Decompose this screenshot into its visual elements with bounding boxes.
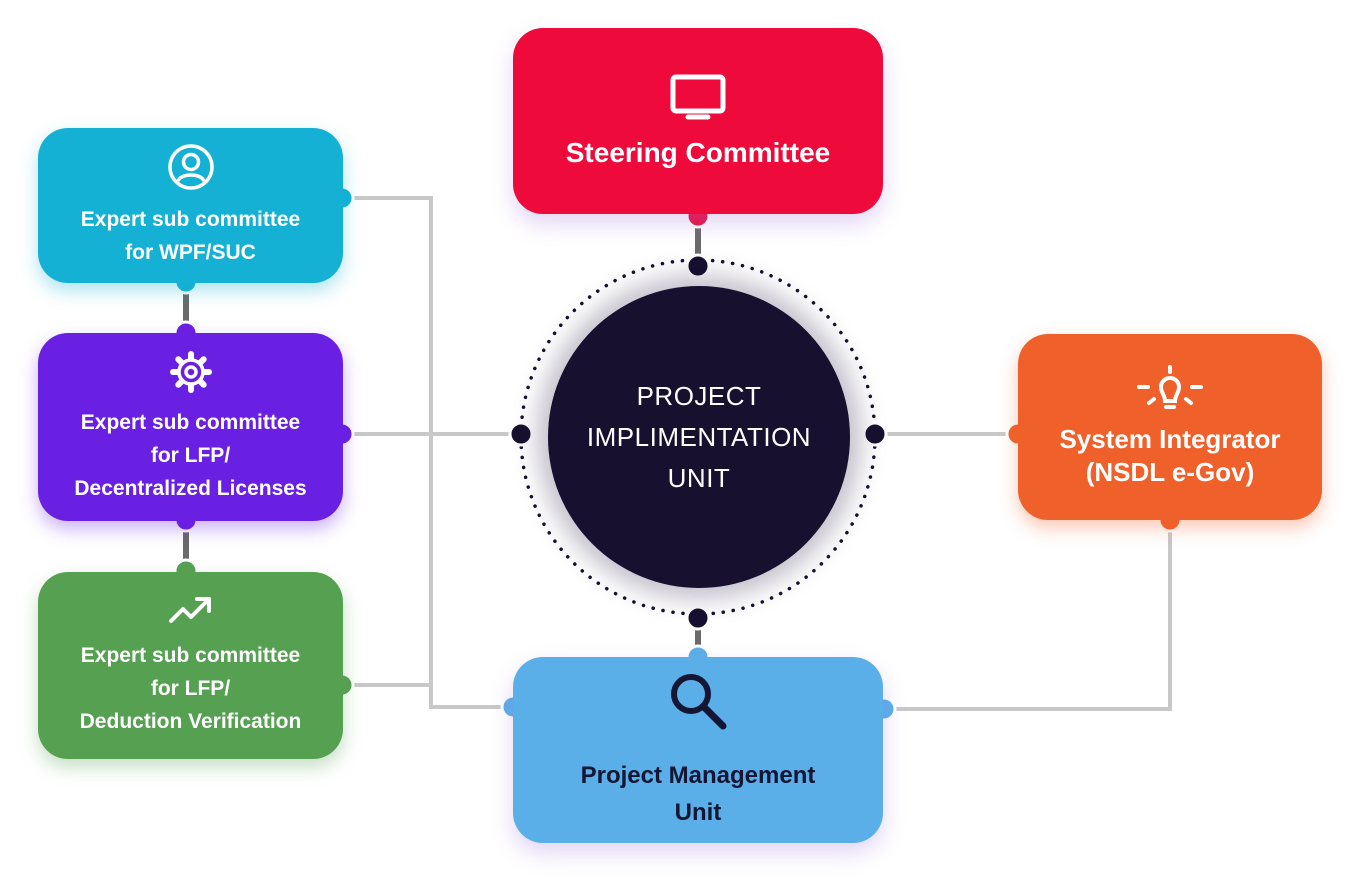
expert-wpf-node: Expert sub committee for WPF/SUC bbox=[38, 128, 343, 283]
user-icon bbox=[167, 143, 215, 201]
search-icon bbox=[667, 670, 729, 743]
expert-lfp-deduction-label: Expert sub committee for LFP/ Deduction … bbox=[80, 639, 302, 738]
dot-hub-top bbox=[685, 253, 711, 279]
node-label-line: for LFP/ bbox=[150, 677, 231, 700]
dot-hub-bottom bbox=[685, 605, 711, 631]
node-label-line: Decentralized Licenses bbox=[74, 476, 307, 500]
node-label-line: Expert sub committee bbox=[80, 410, 301, 434]
hub-label-line: PROJECT bbox=[636, 380, 762, 411]
node-label-line: Project Management bbox=[580, 761, 816, 789]
steering-committee-node: Steering Committee bbox=[513, 28, 883, 214]
gear-icon bbox=[169, 350, 213, 404]
hub-label: PROJECT IMPLIMENTATION UNIT bbox=[587, 376, 811, 499]
connector-wpf-pmu bbox=[352, 196, 505, 709]
hub-label-line: IMPLIMENTATION bbox=[586, 421, 812, 452]
node-label-line: (NSDL e-Gov) bbox=[1085, 457, 1255, 487]
system-integrator-node: System Integrator (NSDL e-Gov) bbox=[1018, 334, 1322, 520]
node-label-line: Deduction Verification bbox=[79, 710, 302, 733]
connector-links bbox=[183, 226, 701, 648]
connector-si-pmu bbox=[893, 529, 1172, 711]
expert-wpf-label: Expert sub committee for WPF/SUC bbox=[81, 203, 300, 269]
expert-lfp-decentralized-label: Expert sub committee for LFP/ Decentrali… bbox=[74, 406, 306, 505]
system-integrator-label: System Integrator (NSDL e-Gov) bbox=[1059, 423, 1280, 489]
trend-up-icon bbox=[167, 593, 215, 637]
steering-committee-label: Steering Committee bbox=[566, 137, 831, 169]
node-label-line: Steering Committee bbox=[565, 136, 831, 168]
project-management-unit-label: Project Management Unit bbox=[581, 757, 816, 831]
node-label-line: Expert sub committee bbox=[80, 644, 301, 667]
expert-lfp-deduction-node: Expert sub committee for LFP/ Deduction … bbox=[38, 572, 343, 759]
expert-lfp-decentralized-node: Expert sub committee for LFP/ Decentrali… bbox=[38, 333, 343, 521]
connector-lines bbox=[352, 196, 1172, 711]
node-label-line: Unit bbox=[674, 798, 722, 826]
node-label-line: for WPF/SUC bbox=[125, 240, 256, 264]
dot-hub-left bbox=[508, 421, 534, 447]
dot-hub-right bbox=[862, 421, 888, 447]
monitor-icon bbox=[670, 74, 726, 127]
project-management-unit-node: Project Management Unit bbox=[513, 657, 883, 843]
project-implementation-unit-hub: PROJECT IMPLIMENTATION UNIT bbox=[548, 286, 850, 588]
hub-label-line: UNIT bbox=[667, 462, 731, 493]
node-label-line: Expert sub committee bbox=[80, 207, 301, 231]
node-label-line: System Integrator bbox=[1059, 424, 1281, 454]
lightbulb-icon bbox=[1135, 365, 1205, 419]
node-label-line: for LFP/ bbox=[150, 443, 231, 467]
